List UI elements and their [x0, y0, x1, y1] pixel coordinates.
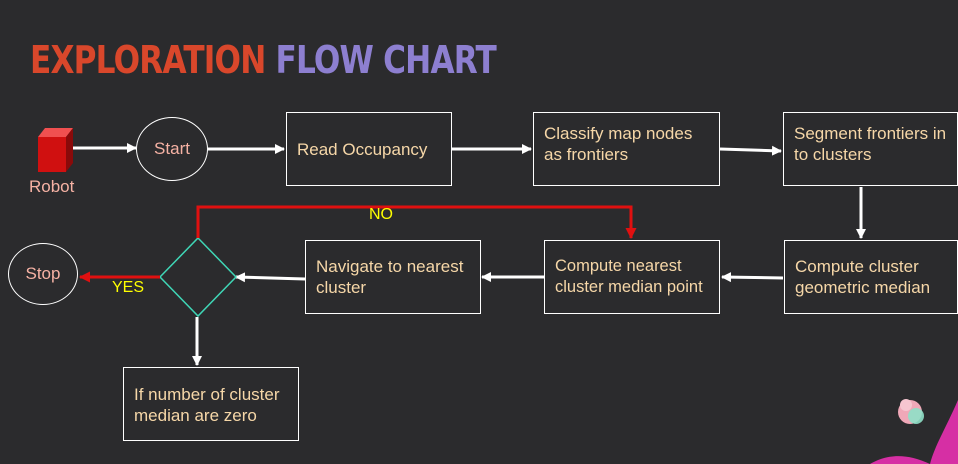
robot-label: Robot [29, 177, 75, 196]
arrow-median-to-nearest [721, 272, 784, 283]
yes-label: YES [112, 279, 145, 296]
compute-median-box: Compute cluster geometric median [784, 240, 958, 314]
robot-cube-icon [38, 128, 73, 172]
title-part-2: FLOW CHART [275, 38, 497, 82]
stop-node: Stop [8, 243, 78, 305]
slide-title: EXPLORATION FLOW CHART [30, 38, 497, 82]
segment-box: Segment frontiers in to clusters [783, 112, 958, 186]
title-part-1: EXPLORATION [30, 38, 266, 82]
condition-box: If number of cluster median are zero [123, 367, 299, 441]
arrow-classify-to-segment [719, 145, 782, 156]
classify-box: Classify map nodes as frontiers [533, 112, 720, 186]
arrow-no-branch [196, 205, 637, 239]
start-node: Start [136, 117, 208, 181]
decorative-corner-shape [870, 399, 958, 464]
read-occupancy-box: Read Occupancy [286, 112, 452, 186]
decision-diamond [158, 236, 238, 318]
compute-nearest-box: Compute nearest cluster median point [544, 240, 720, 314]
arrow-navigate-to-decision [235, 272, 306, 283]
no-label: NO [369, 206, 393, 223]
navigate-box: Navigate to nearest cluster [305, 240, 481, 314]
